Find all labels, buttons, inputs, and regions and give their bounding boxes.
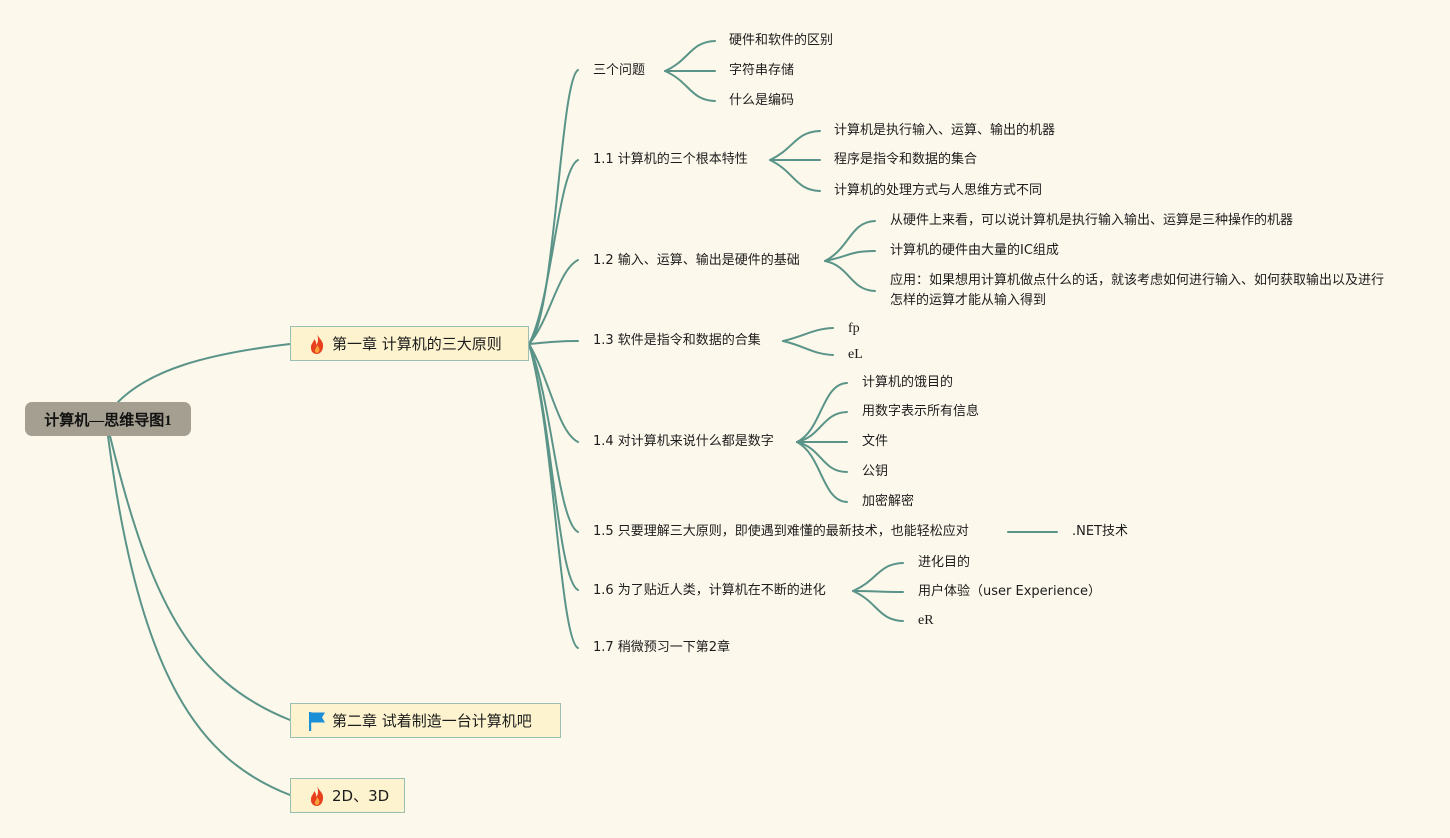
leaf-topic[interactable]: 计算机的硬件由大量的IC组成 [890,243,1059,258]
leaf-topic[interactable]: 加密解密 [862,494,915,509]
edge-ch1-sec5 [528,343,579,533]
leaf-topic[interactable]: 用户体验（user Experience） [918,584,1101,599]
leaf-topic[interactable]: 文件 [862,434,889,449]
leaf-topic[interactable]: 字符串存储 [729,63,795,78]
root-topic[interactable]: 计算机—思维导图1 [25,402,191,436]
leaf-topic[interactable]: 计算机是执行输入、运算、输出的机器 [834,123,1056,138]
section-topic[interactable]: 1.4 对计算机来说什么都是数字 [593,434,774,449]
leaf-topic[interactable]: eR [918,613,934,628]
section-topic[interactable]: 1.5 只要理解三大原则，即使遇到难懂的最新技术，也能轻松应对 [593,524,969,539]
leaf-topic[interactable]: eL [848,347,863,362]
edge-root-chapter1 [117,343,291,403]
leaf-topic[interactable]: 进化目的 [918,555,971,570]
section-topic[interactable]: 1.3 软件是指令和数据的合集 [593,333,761,348]
leaf-topic[interactable]: 程序是指令和数据的集合 [834,152,978,167]
leaf-topic[interactable]: 硬件和软件的区别 [729,33,834,48]
section-topic[interactable]: 三个问题 [593,63,646,78]
edge-ch1-sec4 [528,343,579,443]
chapter-1-label: 第一章 计算机的三大原则 [332,335,502,353]
edge-root-chapter2 [109,435,291,721]
chapter-2-label: 第二章 试着制造一台计算机吧 [332,712,532,730]
fire-icon [307,333,327,355]
chapter-3-label: 2D、3D [332,787,390,805]
edge-ch1-sec1 [528,159,579,345]
leaf-topic[interactable]: 从硬件上来看，可以说计算机是执行输入输出、运算是三种操作的机器 [890,213,1294,228]
leaf-topic[interactable]: fp [848,321,860,336]
section-topic[interactable]: 1.6 为了贴近人类，计算机在不断的进化 [593,583,826,598]
edge-ch1-sec2 [528,259,579,345]
chapter-3-topic[interactable]: 2D、3D [290,778,405,813]
flag-icon [307,710,327,732]
section-topic[interactable]: 1.2 输入、运算、输出是硬件的基础 [593,253,800,268]
leaf-topic[interactable]: .NET技术 [1072,524,1129,539]
edge-root-chapter3 [107,435,291,796]
leaf-topic[interactable]: 什么是编码 [729,93,795,108]
edge-ch1-sec0 [528,69,579,345]
chapter-2-topic[interactable]: 第二章 试着制造一台计算机吧 [290,703,561,738]
edge-ch1-sec7 [528,343,579,649]
leaf-topic[interactable]: 公钥 [862,464,889,479]
section-topic[interactable]: 1.1 计算机的三个根本特性 [593,152,748,167]
edge-ch1-sec3 [528,340,579,345]
edge-ch1-sec6 [528,343,579,591]
fire-icon [307,785,327,807]
leaf-topic[interactable]: 应用：如果想用计算机做点什么的话，就该考虑如何进行输入、如何获取输出以及进行怎样… [890,273,1385,308]
leaf-topic[interactable]: 用数字表示所有信息 [862,404,980,419]
section-topic[interactable]: 1.7 稍微预习一下第2章 [593,640,731,655]
leaf-topic[interactable]: 计算机的饿目的 [862,375,954,390]
leaf-topic[interactable]: 计算机的处理方式与人思维方式不同 [834,183,1043,198]
chapter-1-topic[interactable]: 第一章 计算机的三大原则 [290,326,529,361]
